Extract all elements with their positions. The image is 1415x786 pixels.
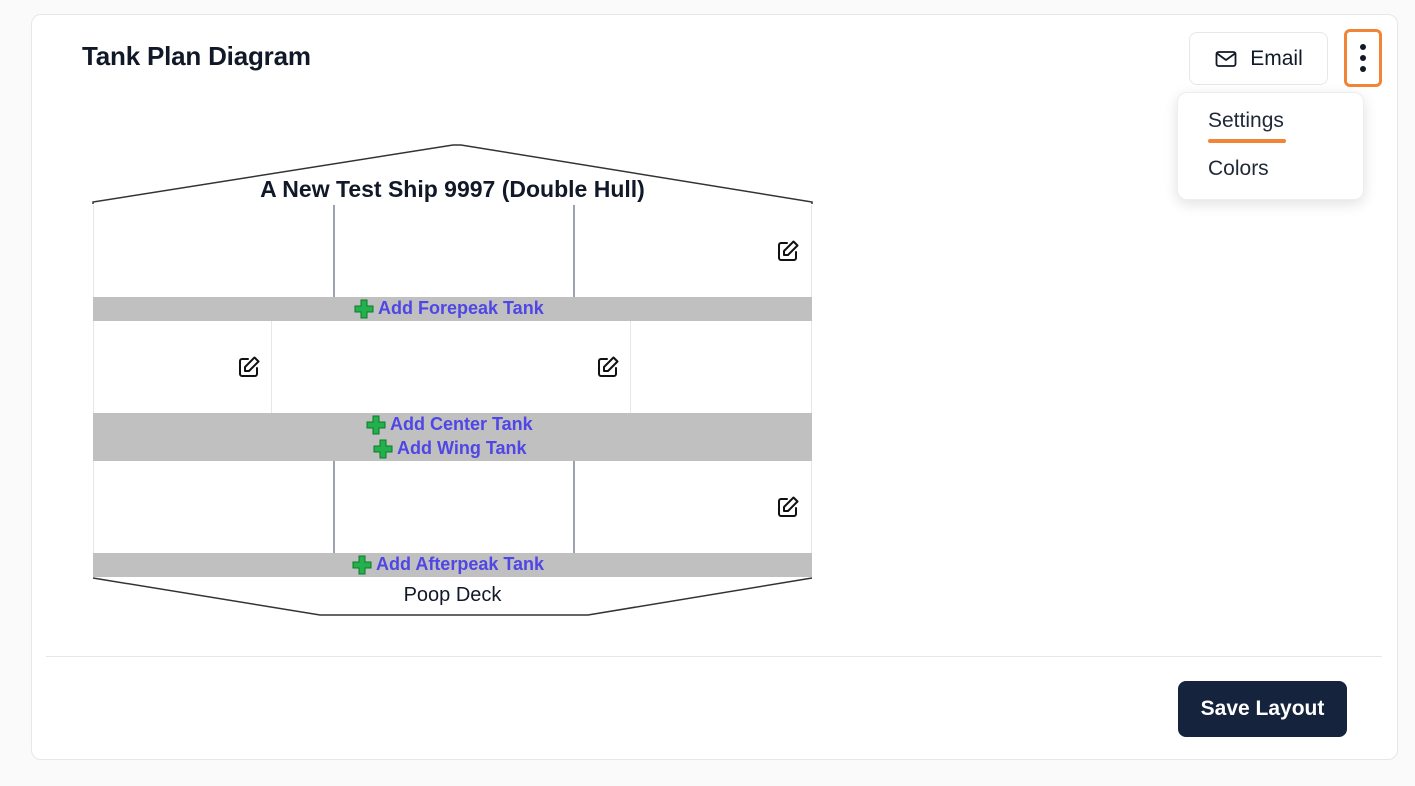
green-plus-icon — [352, 555, 372, 574]
afterpeak-bar — [93, 553, 812, 577]
kebab-icon — [1360, 44, 1366, 72]
add-wing-tank-link[interactable]: Add Wing Tank — [373, 438, 527, 459]
edit-icon[interactable] — [776, 495, 800, 519]
forepeak-bar — [93, 297, 812, 321]
edit-icon[interactable] — [596, 355, 620, 379]
add-center-tank-label: Add Center Tank — [390, 414, 533, 434]
ship-name: A New Test Ship 9997 (Double Hull) — [260, 176, 645, 202]
save-layout-button[interactable]: Save Layout — [1178, 681, 1347, 737]
add-afterpeak-tank-link[interactable]: Add Afterpeak Tank — [352, 554, 544, 575]
options-menu: Settings Colors — [1177, 92, 1364, 200]
footer-divider — [46, 656, 1382, 657]
green-plus-icon — [366, 415, 386, 434]
more-options-button[interactable] — [1344, 29, 1382, 87]
email-button-label: Email — [1250, 46, 1303, 70]
forepeak-tank-2[interactable] — [335, 205, 574, 297]
center-bar — [93, 413, 812, 461]
settings-underline — [1208, 139, 1286, 143]
wing-tank-port[interactable] — [93, 321, 272, 413]
menu-item-settings[interactable]: Settings — [1208, 109, 1284, 132]
wing-tank-starboard[interactable] — [631, 321, 812, 413]
tank-divider — [573, 205, 575, 297]
add-afterpeak-tank-label: Add Afterpeak Tank — [376, 554, 545, 574]
edit-icon[interactable] — [776, 239, 800, 263]
afterpeak-tank-1[interactable] — [93, 461, 334, 553]
forepeak-tank-1[interactable] — [93, 205, 334, 297]
green-plus-icon — [373, 439, 393, 458]
edit-icon[interactable] — [237, 355, 261, 379]
menu-item-colors[interactable]: Colors — [1208, 157, 1269, 180]
center-tank[interactable] — [272, 321, 631, 413]
add-forepeak-tank-label: Add Forepeak Tank — [378, 298, 544, 318]
mail-icon — [1215, 50, 1237, 67]
afterpeak-tank-2[interactable] — [335, 461, 574, 553]
add-wing-tank-label: Add Wing Tank — [397, 438, 527, 458]
email-button[interactable]: Email — [1189, 32, 1328, 85]
page-title: Tank Plan Diagram — [82, 41, 311, 71]
tank-divider — [333, 461, 335, 553]
green-plus-icon — [354, 299, 374, 318]
tank-divider — [333, 205, 335, 297]
afterpeak-tank-3[interactable] — [575, 461, 812, 553]
tank-divider — [573, 461, 575, 553]
poop-deck-label: Poop Deck — [403, 584, 502, 606]
add-center-tank-link[interactable]: Add Center Tank — [366, 414, 533, 435]
forepeak-tank-3[interactable] — [575, 205, 812, 297]
add-forepeak-tank-link[interactable]: Add Forepeak Tank — [354, 298, 544, 319]
